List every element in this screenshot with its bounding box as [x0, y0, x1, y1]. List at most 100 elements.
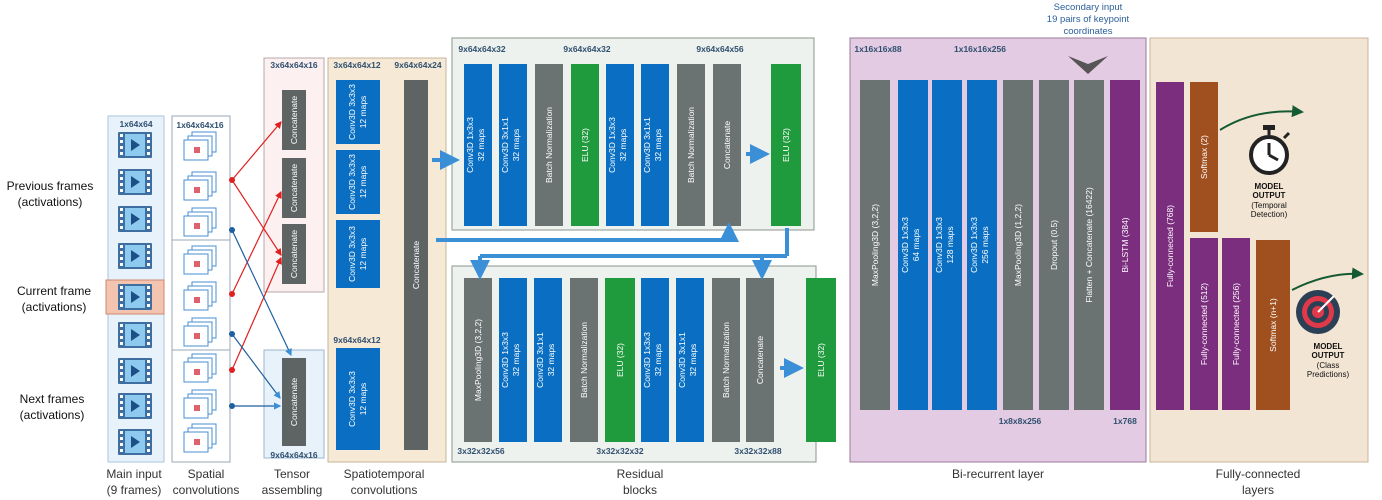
stopwatch-icon — [1249, 125, 1291, 175]
title-fc: Fully-connected — [1216, 467, 1301, 481]
res2-layer-7 — [676, 278, 704, 442]
bi-layer-2 — [898, 80, 928, 410]
svg-text:Conv3D 3x3x3: Conv3D 3x3x3 — [347, 154, 357, 210]
fc256-block — [1222, 238, 1250, 410]
svg-text:OUTPUT: OUTPUT — [1312, 351, 1345, 360]
title-main-input-2: (9 frames) — [107, 483, 162, 497]
res1-layer-5-label: Conv3D 1x3x3 — [607, 117, 617, 173]
res1-layer-9 — [771, 64, 801, 226]
svg-text:3x32x32x88: 3x32x32x88 — [734, 446, 782, 456]
label-previous-frames: Previous frames — [7, 179, 94, 193]
res2-layer-10-label: ELU (32) — [816, 343, 826, 377]
svg-text:9x64x64x32: 9x64x64x32 — [458, 44, 506, 54]
res1-layer-6 — [641, 64, 669, 226]
dim-st-1: 3x64x64x12 — [333, 60, 381, 70]
label-next-frames: Next frames — [20, 392, 85, 406]
res1-layer-6-label: Conv3D 3x1x1 — [642, 117, 652, 173]
title-spatial-2: convolutions — [173, 483, 240, 497]
blue-connections — [229, 227, 292, 410]
res1-layer-8 — [713, 64, 741, 226]
bi-layer-4 — [967, 80, 997, 410]
title-residual-2: blocks — [623, 483, 657, 497]
svg-text:1x16x16x88: 1x16x16x88 — [854, 44, 902, 54]
frame-icons — [118, 132, 152, 455]
tensor-concat-4-label: Concatenate — [289, 378, 299, 426]
res2-layer-4 — [570, 278, 598, 442]
res2-layer-7-label: Conv3D 3x1x1 — [677, 332, 687, 388]
svg-text:Conv3D 3x3x3: Conv3D 3x3x3 — [347, 371, 357, 427]
temporal-output-arrow — [1219, 105, 1304, 131]
tensor-concat-3-label: Concatenate — [289, 230, 299, 278]
st-concat — [404, 80, 428, 450]
res1-layer-9-label: ELU (32) — [781, 128, 791, 162]
svg-text:12 maps: 12 maps — [358, 383, 368, 416]
res1-layer-8-label: Concatenate — [722, 121, 732, 169]
label-current-frame: Current frame — [17, 284, 91, 298]
res1-layer-5 — [606, 64, 634, 226]
bi-layer-3 — [932, 80, 962, 410]
res2-layer-7-label: 32 maps — [688, 344, 698, 377]
title-residual: Residual — [617, 467, 664, 481]
svg-text:3x32x32x56: 3x32x32x56 — [457, 446, 505, 456]
svg-text:MODEL: MODEL — [1255, 182, 1284, 191]
fc512-block — [1190, 238, 1218, 410]
title-tensor-2: assembling — [262, 483, 323, 497]
res2-layer-6-label: 32 maps — [653, 344, 663, 377]
res1-layer-3 — [535, 64, 563, 226]
res1-layer-5-label: 32 maps — [618, 129, 628, 162]
title-spatial: Spatial — [188, 467, 225, 481]
dim-input: 1x64x64 — [119, 119, 152, 129]
dim-st-3: 9x64x64x12 — [333, 335, 381, 345]
res1-layer-1-label: Conv3D 1x3x3 — [465, 117, 475, 173]
res2-layer-9 — [746, 278, 774, 442]
bi-layer-4-label: Conv3D 1x3x3 — [969, 217, 979, 273]
target-icon — [1296, 290, 1340, 334]
svg-text:Fully-connected (512): Fully-connected (512) — [1199, 283, 1209, 365]
svg-text:9x64x64x32: 9x64x64x32 — [563, 44, 611, 54]
res2-layer-1 — [464, 278, 492, 442]
tensor-concat-2 — [282, 158, 306, 218]
svg-text:Fully-connected (256): Fully-connected (256) — [1231, 283, 1241, 365]
dim-spatial: 1x64x64x16 — [176, 120, 224, 130]
res2-layer-8 — [712, 278, 740, 442]
bi-layer-3-label: Conv3D 1x3x3 — [934, 217, 944, 273]
label-current-activations: (activations) — [22, 300, 87, 314]
dim-st-2: 9x64x64x24 — [394, 60, 442, 70]
svg-text:1x8x8x256: 1x8x8x256 — [999, 416, 1042, 426]
st-conv-3 — [336, 220, 380, 288]
title-spatiotemporal: Spatiotemporal — [344, 467, 425, 481]
res2-layer-2-label: 32 maps — [511, 344, 521, 377]
svg-text:12 maps: 12 maps — [358, 238, 368, 271]
tensor-concat-3 — [282, 224, 306, 284]
softmax2-block — [1190, 82, 1218, 232]
class-output-arrow — [1291, 267, 1364, 291]
fc768-block — [1156, 82, 1184, 410]
bi-layer-7-label: Flatten + Concatenate (16422) — [1084, 187, 1094, 303]
res1-layer-4-label: ELU (32) — [580, 128, 590, 162]
svg-text:Concatenate: Concatenate — [411, 241, 421, 289]
bi-layer-8 — [1110, 80, 1140, 410]
st-conv-1 — [336, 80, 380, 144]
label-previous-activations: (activations) — [18, 195, 83, 209]
res1-layer-3-label: Batch Normalization — [544, 107, 554, 183]
res1-layer-6-label: 32 maps — [653, 129, 663, 162]
bi-layer-1-label: MaxPooling3D (3,2,2) — [870, 204, 880, 286]
label-next-activations: (activations) — [20, 408, 85, 422]
bi-layer-1 — [860, 80, 890, 410]
res2-layer-9-label: Concatenate — [755, 336, 765, 384]
svg-text:Detection): Detection) — [1251, 210, 1288, 219]
res1-layer-7 — [677, 64, 705, 226]
svg-text:MODEL: MODEL — [1314, 342, 1343, 351]
softmaxn-block — [1256, 240, 1290, 410]
res2-layer-3-label: Conv3D 3x1x1 — [535, 332, 545, 388]
svg-text:1x16x16x256: 1x16x16x256 — [954, 44, 1006, 54]
res2-layer-5 — [605, 278, 635, 442]
res1-layer-2 — [499, 64, 527, 226]
title-fc-2: layers — [1242, 483, 1274, 497]
res1-layer-1 — [464, 64, 492, 226]
svg-text:Softmax (2): Softmax (2) — [1199, 135, 1209, 179]
bi-layer-6 — [1039, 80, 1069, 410]
svg-text:12 maps: 12 maps — [358, 96, 368, 129]
